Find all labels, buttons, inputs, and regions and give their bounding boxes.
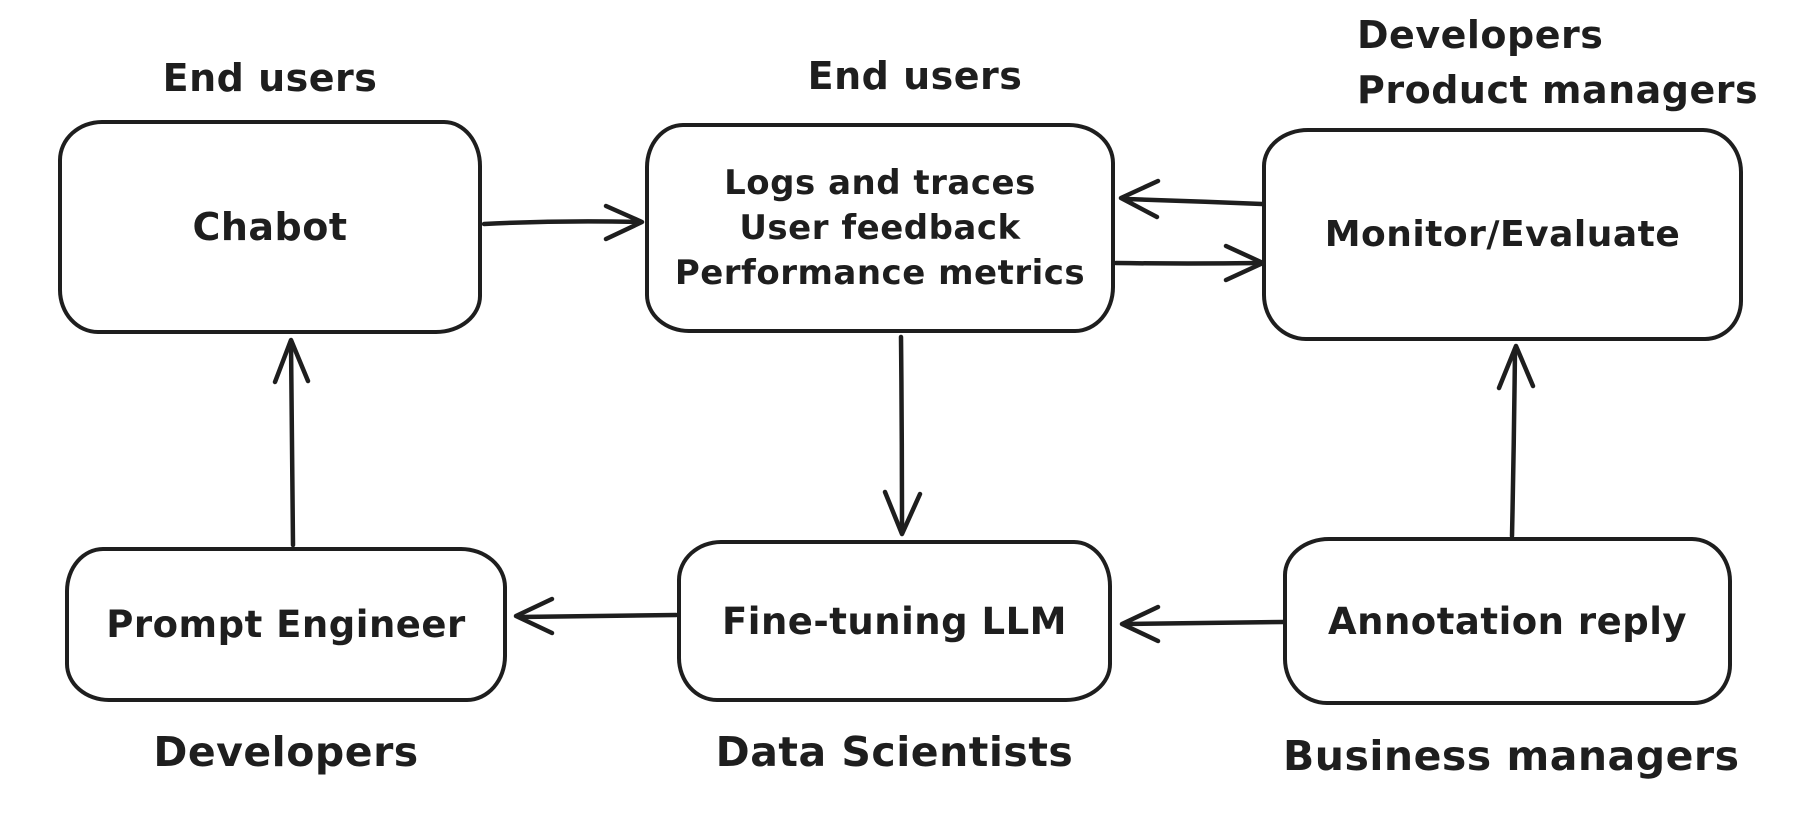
arrowhead-left-icon: [1118, 178, 1161, 220]
arrowhead-left-icon: [1119, 604, 1161, 644]
label-developers-product-managers: Developers Product managers: [1357, 8, 1758, 118]
node-finetune: Fine-tuning LLM: [677, 540, 1112, 702]
node-monitor: Monitor/Evaluate: [1262, 128, 1743, 341]
arrowhead-down-icon: [882, 489, 923, 537]
node-chatbot: Chabot: [58, 120, 482, 334]
arrow-chatbot-to-logs: [481, 203, 645, 242]
label-developers-line: Developers: [1357, 13, 1604, 57]
label-product-managers-line: Product managers: [1357, 68, 1759, 112]
arrowhead-right-icon: [1223, 243, 1266, 283]
arrow-line: [1123, 619, 1286, 627]
node-logs: Logs and traces User feedback Performanc…: [645, 123, 1115, 333]
label-developers-bottom: Developers: [153, 728, 419, 776]
node-prompt-label: Prompt Engineer: [106, 603, 466, 646]
node-annotation-label: Annotation reply: [1327, 599, 1688, 643]
arrow-line: [288, 340, 296, 548]
node-finetune-label: Fine-tuning LLM: [722, 599, 1067, 643]
label-end-users-left: End users: [162, 56, 378, 100]
arrow-line: [516, 612, 679, 620]
arrow-line: [1113, 260, 1263, 266]
arrow-monitor-to-logs: [1118, 178, 1265, 220]
node-annotation: Annotation reply: [1283, 537, 1732, 705]
arrow-logs-to-monitor: [1113, 243, 1266, 283]
label-business-managers: Business managers: [1283, 732, 1740, 780]
arrowhead-up-icon: [1496, 343, 1536, 391]
arrow-line: [481, 219, 643, 227]
node-logs-line-1: Logs and traces: [724, 162, 1036, 203]
node-logs-line-3: Performance metrics: [674, 252, 1086, 293]
arrow-line: [898, 334, 905, 534]
arrowhead-up-icon: [272, 337, 311, 385]
node-logs-line-2: User feedback: [739, 207, 1021, 248]
arrow-annotation-to-finetune: [1119, 604, 1286, 644]
label-end-users-middle: End users: [807, 54, 1023, 98]
arrowhead-right-icon: [603, 203, 645, 242]
label-data-scientists: Data Scientists: [715, 728, 1074, 776]
arrow-finetune-to-prompt: [513, 596, 679, 636]
node-monitor-label: Monitor/Evaluate: [1324, 214, 1681, 255]
node-chatbot-label: Chabot: [192, 205, 348, 249]
node-prompt: Prompt Engineer: [65, 547, 507, 702]
node-logs-label: Logs and traces User feedback Performanc…: [675, 161, 1085, 296]
arrow-line: [1509, 346, 1518, 539]
arrow-prompt-to-chatbot: [272, 337, 311, 548]
arrow-line: [1121, 196, 1265, 207]
arrow-annotation-to-monitor: [1496, 343, 1536, 539]
arrow-logs-to-finetune: [882, 334, 923, 537]
arrowhead-left-icon: [513, 596, 555, 636]
